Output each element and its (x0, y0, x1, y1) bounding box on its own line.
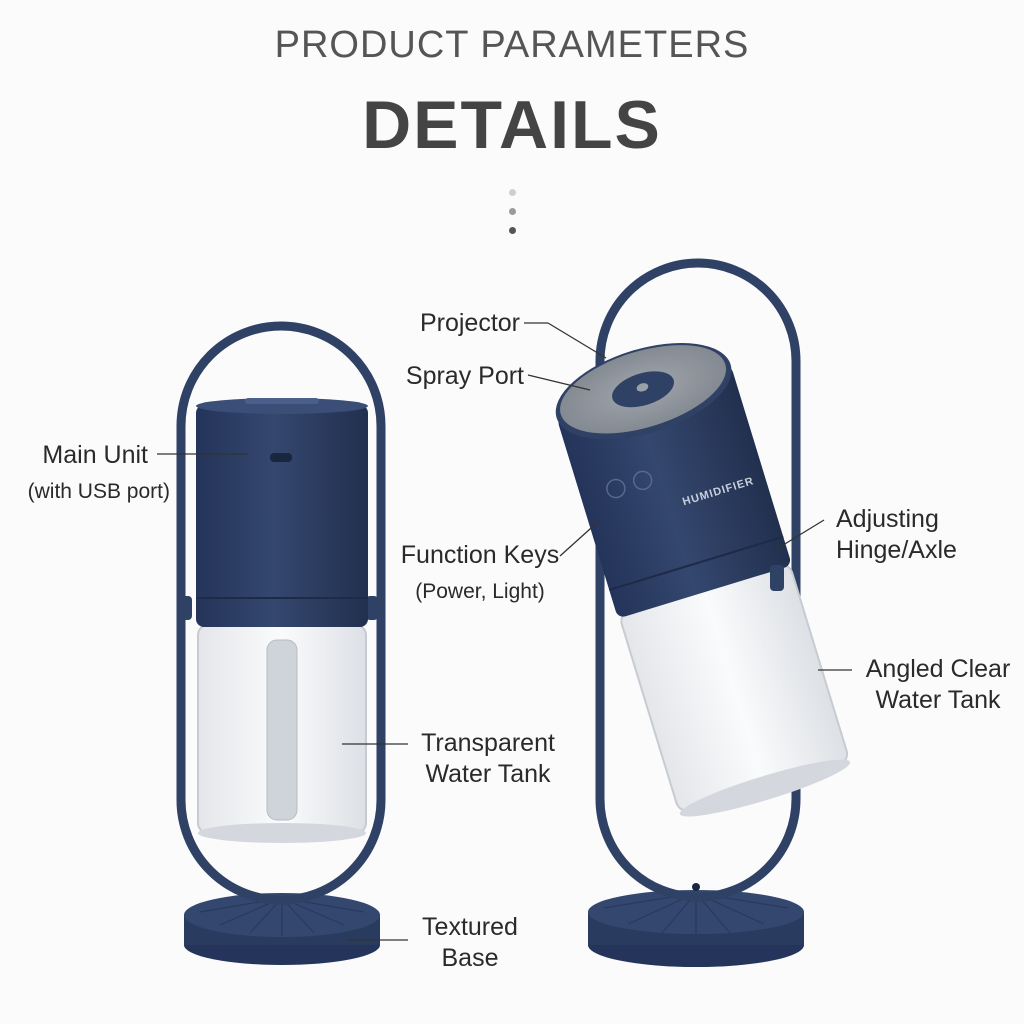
separator-dot (509, 189, 516, 196)
section-subtitle: PRODUCT PARAMETERS (274, 24, 750, 66)
transparent-water-tank (197, 624, 367, 843)
function-keys-note-text: (Power, Light) (415, 580, 545, 603)
power-key-icon (606, 478, 626, 499)
transparent-tank-line2: Water Tank (425, 760, 551, 788)
section-title: DETAILS (362, 87, 662, 163)
angled-humidifier: HUMIDIFIER (555, 258, 851, 967)
function-keys-note: (Power, Light) (392, 579, 568, 605)
light-key-icon (632, 470, 653, 491)
textured-base-line1: Textured (422, 913, 518, 941)
adjusting-hinge (770, 565, 784, 591)
angled-tank-line1: Angled Clear (865, 655, 1011, 683)
textured-base-label: Textured Base (410, 912, 530, 974)
function-keys-title: Function Keys (400, 541, 560, 569)
main-unit (196, 398, 368, 627)
separator-dot (509, 227, 516, 234)
spray-port-label: Spray Port (405, 362, 524, 390)
angled-water-tank (620, 563, 851, 817)
textured-base-line2: Base (441, 944, 499, 972)
hinge-line1: Adjusting (836, 505, 939, 533)
hinge-label: Adjusting Hinge/Axle (836, 504, 1006, 566)
function-keys-label: Function Keys (392, 540, 568, 571)
hinge-line2: Hinge/Axle (836, 536, 957, 564)
main-unit: HUMIDIFIER (555, 343, 791, 617)
angled-tank-line2: Water Tank (875, 686, 1001, 714)
transparent-tank-line1: Transparent (421, 729, 555, 757)
support-frame (595, 258, 801, 902)
angled-tank-label: Angled Clear Water Tank (856, 654, 1020, 716)
projector-label: Projector (419, 309, 520, 337)
textured-base (184, 893, 380, 965)
main-unit-note-text: (with USB port) (27, 480, 170, 503)
main-unit-note: (with USB port) (4, 479, 170, 505)
callout-leader-lines (157, 322, 852, 941)
main-unit-title: Main Unit (42, 441, 148, 469)
usb-port (270, 453, 292, 462)
transparent-tank-label: Transparent Water Tank (406, 728, 570, 790)
upright-humidifier (176, 321, 386, 965)
separator-dot (509, 208, 516, 215)
main-unit-label: Main Unit (20, 440, 148, 471)
textured-base (588, 890, 804, 967)
